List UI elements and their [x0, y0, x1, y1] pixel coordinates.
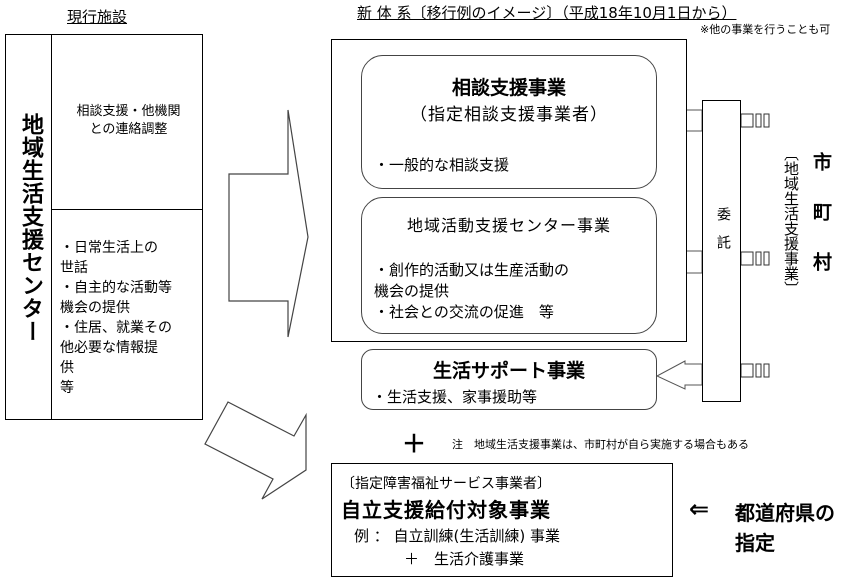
bottom-cell-line: ・日常生活上の [60, 240, 158, 256]
bottom-cell-line: ・自主的な活動等 [60, 280, 172, 296]
bottom-cell-line: 他必要な情報提 [60, 340, 158, 356]
chiiki-item: ・社会との交流の促進 等 [374, 303, 554, 321]
designation-arrow-icon: ⇐ [689, 495, 710, 523]
bottom-cell: ・日常生活上の 世話 ・自主的な活動等 機会の提供 ・住居、就業その 他必要な情… [60, 238, 172, 398]
bottom-cell-line: 供 [60, 360, 74, 376]
municipality-label: 市 町 村 [810, 152, 832, 277]
sodan-subtitle: （指定相談支援事業者） [410, 105, 608, 125]
jiritsu-example: 例 ： 自立訓練(生活訓練) 事業 [354, 527, 561, 545]
column-divider [51, 35, 52, 419]
bottom-cell-line: 世話 [60, 260, 88, 276]
implementation-note: 注 地域生活支援事業は、市町村が自ら実施する場合もある [452, 438, 749, 451]
seikatsu-support-box: 生活サポート事業 ・生活支援、家事援助等 [361, 349, 657, 410]
sodan-title: 相談支援事業 [451, 77, 566, 99]
chiiki-items: ・創作的活動又は生産活動の 機会の提供 ・社会との交流の促進 等 [374, 260, 569, 323]
sodan-item: ・一般的な相談支援 [374, 156, 510, 174]
jiritsu-provider: 〔指定障害福祉サービス事業者〕 [341, 476, 551, 492]
jiritsu-example-2: ＋ 生活介護事業 [404, 550, 525, 568]
current-facility-table: 地域生活支援センター 相談支援・他機関 との連絡調整 ・日常生活上の 世話 ・自… [5, 34, 203, 420]
prefecture-line: 都道府県の [735, 501, 835, 525]
prefecture-line: 指定 [735, 531, 775, 555]
prefecture-designation: 都道府県の 指定 [735, 498, 835, 558]
bottom-cell-line: 機会の提供 [60, 300, 130, 316]
plus-sign: ＋ [402, 430, 426, 458]
top-cell-line: 相談支援・他機関 [76, 104, 181, 119]
center-name: 地域生活支援センター [18, 113, 43, 343]
seikatsu-item: ・生活支援、家事援助等 [372, 388, 538, 406]
itaku-arrow-seikatsu [655, 360, 703, 390]
jiritsu-shien-box: 〔指定障害福祉サービス事業者〕 自立支援給付対象事業 例 ： 自立訓練(生活訓練… [331, 463, 673, 577]
current-facility-heading: 現行施設 [67, 8, 128, 26]
new-system-heading: 新 体 系〔移行例のイメージ〕（平成18年10月1日から） [357, 4, 737, 22]
municipality-subtitle: 〔地域生活支援事業〕 [782, 146, 800, 296]
transition-arrow-diagonal [204, 401, 307, 500]
chiiki-item: ・創作的活動又は生産活動の [374, 261, 570, 279]
sodan-shien-box: 相談支援事業 （指定相談支援事業者） ・一般的な相談支援 [361, 55, 657, 189]
top-cell: 相談支援・他機関 との連絡調整 [56, 103, 201, 139]
chiiki-title: 地域活動支援センター事業 [406, 216, 611, 235]
municipality-link-stubs [740, 113, 770, 378]
bottom-cell-line: 等 [60, 380, 74, 396]
jiritsu-title: 自立支援給付対象事業 [341, 498, 551, 522]
itaku-label: 委 託 [715, 207, 731, 249]
top-cell-line: との連絡調整 [89, 122, 168, 137]
itaku-box: 委 託 [702, 100, 741, 402]
other-business-note: ※他の事業を行うことも可 [700, 23, 831, 36]
chiiki-item: 機会の提供 [374, 282, 450, 300]
transition-arrow-right [228, 109, 309, 338]
bottom-cell-line: ・住居、就業その [60, 320, 172, 336]
row-divider [51, 209, 203, 210]
seikatsu-title: 生活サポート事業 [432, 360, 585, 382]
chiiki-katsudo-box: 地域活動支援センター事業 ・創作的活動又は生産活動の 機会の提供 ・社会との交流… [361, 197, 657, 334]
